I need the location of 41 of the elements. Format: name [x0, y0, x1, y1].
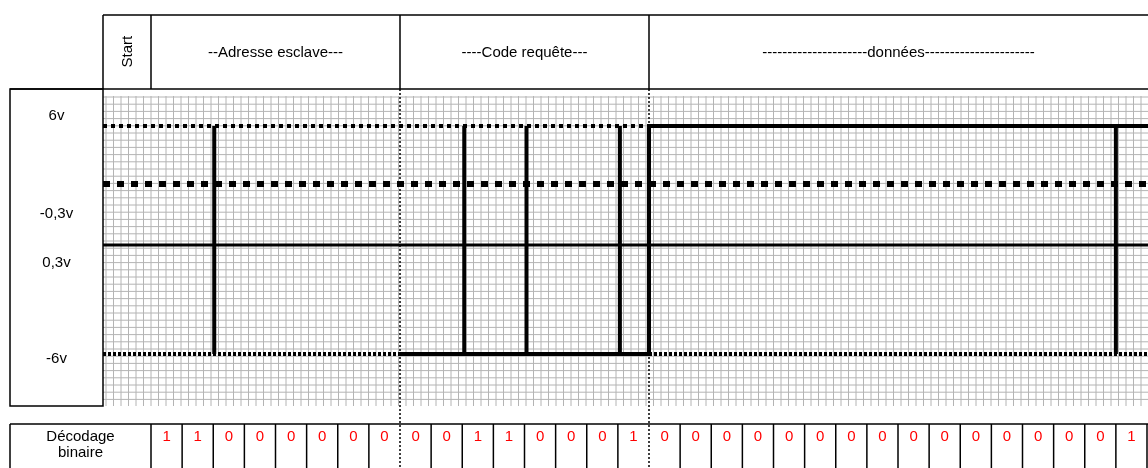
- bit-value: 0: [224, 427, 233, 445]
- start-label: Start: [118, 36, 136, 68]
- voltage-label: 6v: [48, 106, 65, 124]
- bit-value: 0: [535, 427, 545, 445]
- bit-value: 0: [847, 427, 856, 445]
- bit-value: 0: [878, 427, 887, 445]
- bit-value: 0: [286, 427, 296, 445]
- bit-value: 1: [193, 427, 202, 445]
- bit-value: 0: [598, 427, 607, 445]
- bit-value: 0: [1065, 427, 1074, 445]
- bit-value: 0: [971, 427, 980, 445]
- bit-value: 0: [1033, 427, 1043, 445]
- bit-value: 0: [691, 427, 700, 445]
- column-header: ---------------------données----------------------: [762, 43, 1035, 61]
- bit-value: 1: [473, 427, 482, 445]
- voltage-label: -0,3v: [39, 204, 74, 222]
- bit-value: 0: [1002, 427, 1012, 445]
- bit-value: 0: [909, 427, 918, 445]
- bit-value: 0: [349, 427, 358, 445]
- bit-value: 0: [753, 427, 763, 445]
- bit-value: 0: [567, 427, 576, 445]
- bit-value: 0: [940, 427, 949, 445]
- bit-value: 1: [629, 427, 638, 445]
- column-header: --Adresse esclave---: [208, 43, 343, 61]
- bit-value: 1: [162, 427, 171, 445]
- bit-value: 0: [380, 427, 389, 445]
- bit-value: 0: [318, 427, 327, 445]
- bit-value: 0: [411, 427, 420, 445]
- voltage-label: -6v: [46, 349, 67, 367]
- bit-value: 0: [660, 427, 669, 445]
- bit-value: 1: [1127, 427, 1136, 445]
- bit-value: 0: [816, 427, 825, 445]
- bit-value: 0: [255, 427, 265, 445]
- bit-value: 0: [784, 427, 794, 445]
- voltage-label: 0,3v: [42, 253, 71, 271]
- row-header: Décodage binaire: [45, 428, 116, 460]
- bit-value: 0: [1096, 427, 1105, 445]
- bit-value: 0: [442, 427, 451, 445]
- column-header: ----Code requête---: [461, 43, 588, 61]
- bit-value: 0: [722, 427, 731, 445]
- bit-value: 1: [504, 427, 514, 445]
